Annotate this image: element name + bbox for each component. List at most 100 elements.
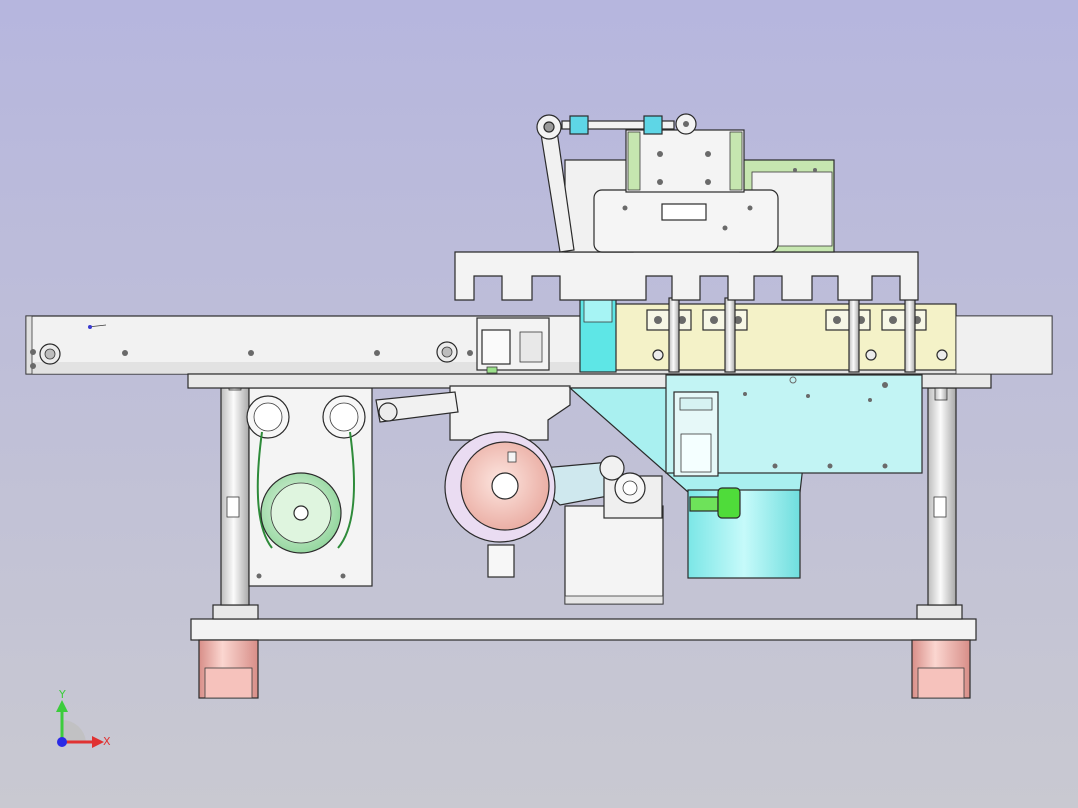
upper-housing-left-rib — [627, 131, 641, 191]
guide-pin[interactable] — [904, 297, 916, 373]
upper-bolt — [705, 179, 711, 185]
left-end-plate — [25, 315, 33, 375]
hopper-side-window — [680, 433, 712, 473]
upper-housing-right-rib — [729, 131, 743, 191]
upper-bolt — [657, 179, 663, 185]
rod-sleeve-left[interactable] — [569, 115, 589, 135]
sensor-slot — [519, 331, 543, 363]
main-drive-pulley-hub — [293, 505, 309, 521]
right-foot-collar[interactable] — [916, 604, 963, 620]
roller-support-post[interactable] — [487, 544, 515, 578]
hopper-bolt — [743, 392, 747, 396]
hopper-bolt — [827, 463, 833, 469]
left-drive-unit[interactable] — [246, 387, 373, 587]
sensor-body[interactable] — [481, 329, 511, 365]
upper-housing[interactable] — [625, 129, 745, 193]
rod-end-left-core — [543, 121, 555, 133]
left-post-window — [226, 496, 240, 518]
hopper-bolt — [868, 398, 872, 402]
slot-mark-end — [88, 325, 92, 329]
idler-pulley-right-inner — [329, 402, 359, 432]
adjust-knob-stem[interactable] — [689, 496, 719, 512]
motor-body[interactable] — [564, 505, 664, 605]
clamp-screw — [889, 316, 897, 324]
hopper-bolts — [743, 376, 888, 469]
upper-bolt — [705, 151, 711, 157]
guide-pin[interactable] — [724, 297, 736, 373]
upper-bolt — [722, 225, 728, 231]
guide-pin[interactable] — [668, 297, 680, 373]
drive-housing-bolt — [340, 573, 346, 579]
linkage-rod[interactable] — [561, 120, 675, 130]
carriage-bolt — [865, 349, 877, 361]
upper-mount-plate[interactable] — [593, 189, 779, 253]
clamp-screw — [710, 316, 718, 324]
upper-bolt — [813, 168, 817, 172]
hopper-bolt — [882, 382, 888, 388]
frame-bolt-large-inner — [441, 346, 453, 358]
axis-triad-arc — [62, 719, 86, 742]
guide-pin[interactable] — [848, 297, 860, 373]
carriage-strip — [955, 315, 1053, 375]
hopper-bolt — [789, 376, 797, 384]
carriage-bolt — [652, 349, 664, 361]
hopper-bolt — [806, 394, 810, 398]
y-axis-arrow — [56, 700, 68, 712]
axis-triad: Y X — [56, 688, 111, 748]
clamp-screw — [654, 316, 662, 324]
comb-plate[interactable] — [454, 251, 919, 301]
upper-bolt — [793, 168, 797, 172]
hopper-latch[interactable] — [679, 397, 713, 411]
motor-shaft — [622, 480, 638, 496]
frame-bolt — [467, 350, 473, 356]
base-plate[interactable] — [190, 618, 977, 641]
linkage-bracket[interactable] — [449, 385, 571, 441]
sensor-block[interactable] — [476, 317, 550, 374]
left-foot-cap — [204, 667, 253, 699]
carriage-assembly[interactable] — [611, 297, 1053, 375]
sensor-led — [486, 366, 498, 374]
clamp-screw — [734, 316, 742, 324]
upper-mechanism[interactable] — [536, 113, 835, 253]
comb-plate-body[interactable] — [454, 251, 919, 301]
rod-sleeve-right[interactable] — [643, 115, 663, 135]
base-assembly[interactable] — [190, 604, 977, 699]
x-axis-arrow — [92, 736, 104, 748]
clamp-screw — [678, 316, 686, 324]
hopper-assembly[interactable] — [568, 374, 923, 579]
frame-bolt — [30, 363, 36, 369]
upper-bolt — [622, 205, 628, 211]
upper-mount-slot — [661, 203, 707, 221]
roller-assembly[interactable] — [375, 385, 642, 578]
frame-bolt — [122, 350, 128, 356]
adjust-knob[interactable] — [717, 487, 741, 519]
hopper-bolt — [882, 463, 888, 469]
right-foot-cap — [917, 667, 965, 699]
z-axis-dot — [57, 737, 67, 747]
frame-bolt — [374, 350, 380, 356]
swing-arm-pivot — [378, 402, 398, 422]
drive-roller-hub — [491, 472, 519, 500]
drive-housing-bolt — [256, 573, 262, 579]
y-axis-label: Y — [58, 688, 66, 701]
left-foot-collar[interactable] — [212, 604, 259, 620]
upper-bolts — [622, 151, 817, 231]
stepper-motor[interactable] — [564, 455, 664, 605]
idler-pulley-left-inner — [253, 402, 283, 432]
left-support-post[interactable] — [220, 387, 250, 606]
upper-bolt — [747, 205, 753, 211]
carriage-bolt — [936, 349, 948, 361]
hopper-bolt — [772, 463, 778, 469]
right-post-window — [933, 496, 947, 518]
right-support-post[interactable] — [927, 387, 957, 606]
frame-bolt-large-inner — [44, 348, 56, 360]
frame-bolts — [30, 341, 946, 369]
motor-base-strip — [564, 595, 664, 605]
upper-bolt — [657, 151, 663, 157]
clamp-screw — [833, 316, 841, 324]
drive-belt — [256, 431, 355, 549]
cam-bearing[interactable] — [599, 455, 625, 481]
frame-bolt — [248, 350, 254, 356]
